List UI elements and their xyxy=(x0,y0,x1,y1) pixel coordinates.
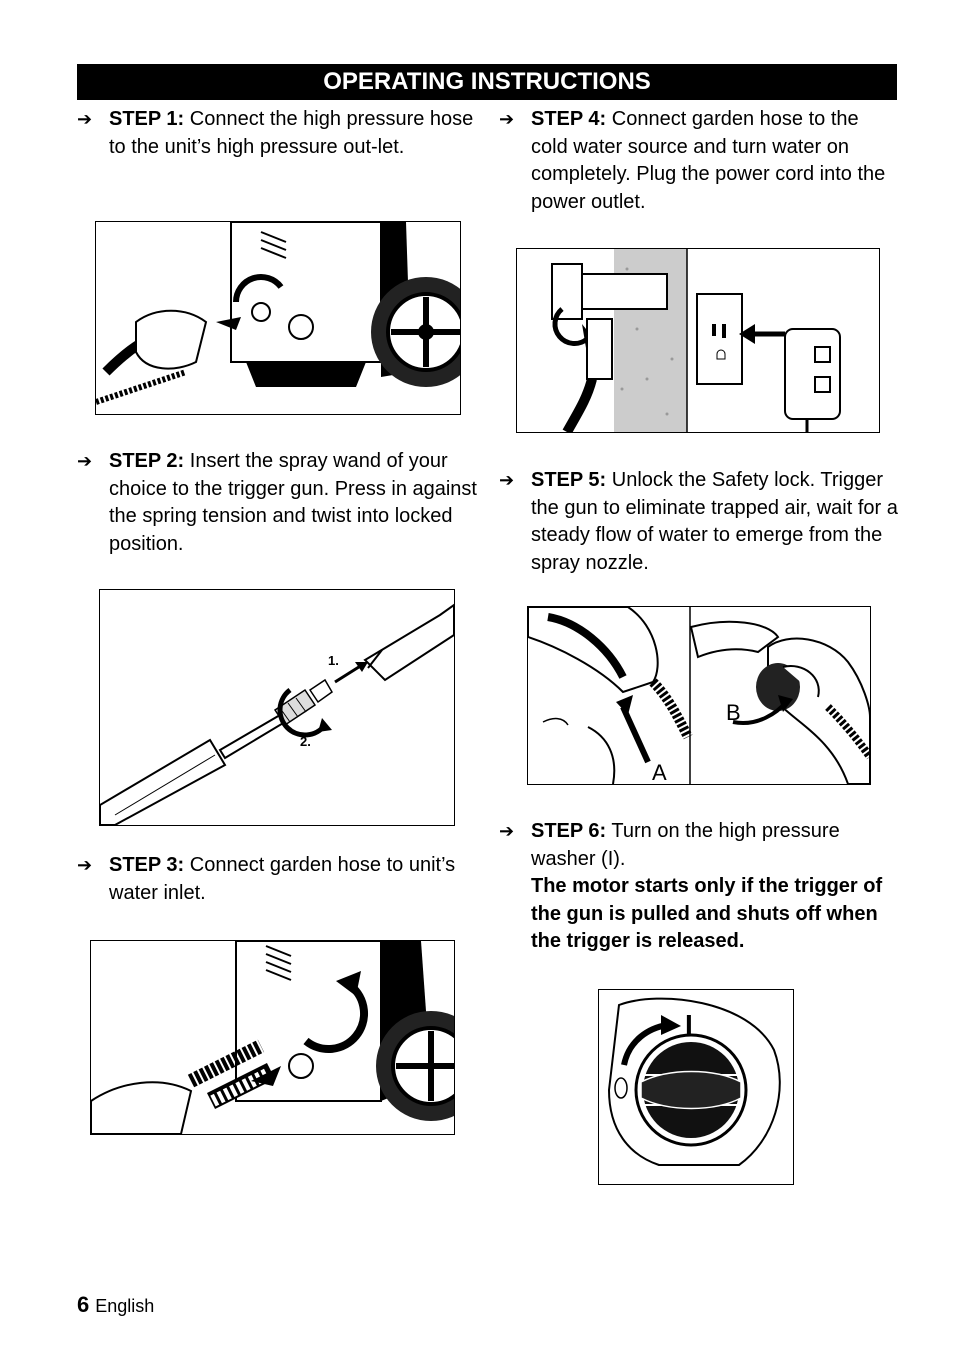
page-language: English xyxy=(95,1296,155,1316)
step-2-text: Insert the spray wand of your choice to … xyxy=(109,450,477,555)
step-1-text: Connect the high pressure hose to the un… xyxy=(109,108,474,158)
step-4-text: Connect garden hose to the cold water so… xyxy=(531,108,886,213)
step-2-label: STEP 2: xyxy=(109,450,185,472)
step-4-figure xyxy=(516,248,880,433)
arrow-icon: ➔ xyxy=(77,109,93,129)
arrow-icon: ➔ xyxy=(499,821,515,841)
step-2: ➔ STEP 2: Insert the spray wand of your … xyxy=(77,448,477,558)
arrow-icon: ➔ xyxy=(77,855,93,875)
step-6-text: Turn on the high pressure washer (I). xyxy=(531,820,840,870)
step-4-label: STEP 4: xyxy=(531,108,607,130)
step-6-figure: I xyxy=(598,989,794,1185)
step-5: ➔ STEP 5: Unlock the Safety lock. Trigge… xyxy=(499,467,899,577)
step-2-figure: 1. 2. xyxy=(99,589,455,826)
figure-label-a: A xyxy=(652,760,667,784)
step-1-figure xyxy=(95,221,461,415)
arrow-icon: ➔ xyxy=(499,470,515,490)
garden-hose-inlet-illustration xyxy=(91,941,454,1134)
section-title: OPERATING INSTRUCTIONS xyxy=(323,68,651,95)
figure-label-2: 2. xyxy=(300,734,311,749)
section-title-banner: OPERATING INSTRUCTIONS xyxy=(77,64,897,100)
step-5-text: Unlock the Safety lock. Trigger the gun … xyxy=(531,469,898,574)
step-3-text: Connect garden hose to unit’s water inle… xyxy=(109,854,456,904)
page-number: 6 xyxy=(77,1292,90,1317)
step-1-label: STEP 1: xyxy=(109,108,185,130)
step-4: ➔ STEP 4: Connect garden hose to the col… xyxy=(499,106,899,216)
arrow-icon: ➔ xyxy=(77,451,93,471)
step-3-label: STEP 3: xyxy=(109,854,185,876)
step-5-figure: A B xyxy=(527,606,871,785)
trigger-gun-illustration: A B xyxy=(528,607,870,784)
step-5-label: STEP 5: xyxy=(531,469,607,491)
switch-label-on: I xyxy=(685,1009,693,1040)
step-6: ➔ STEP 6: Turn on the high pressure wash… xyxy=(499,818,899,956)
step-3: ➔ STEP 3: Connect garden hose to unit’s … xyxy=(77,852,477,907)
figure-label-b: B xyxy=(726,700,741,725)
step-1: ➔ STEP 1: Connect the high pressure hose… xyxy=(77,106,477,161)
step-6-note: The motor starts only if the trigger of … xyxy=(531,875,883,952)
figure-label-1: 1. xyxy=(328,653,339,668)
step-6-label: STEP 6: xyxy=(531,820,607,842)
step-3-figure xyxy=(90,940,455,1135)
power-switch-illustration: I xyxy=(607,997,781,1166)
arrow-icon: ➔ xyxy=(499,109,515,129)
spray-wand-illustration: 1. 2. xyxy=(100,603,454,825)
faucet-and-outlet-illustration xyxy=(551,249,841,432)
pressure-washer-hose-illustration xyxy=(96,222,460,405)
